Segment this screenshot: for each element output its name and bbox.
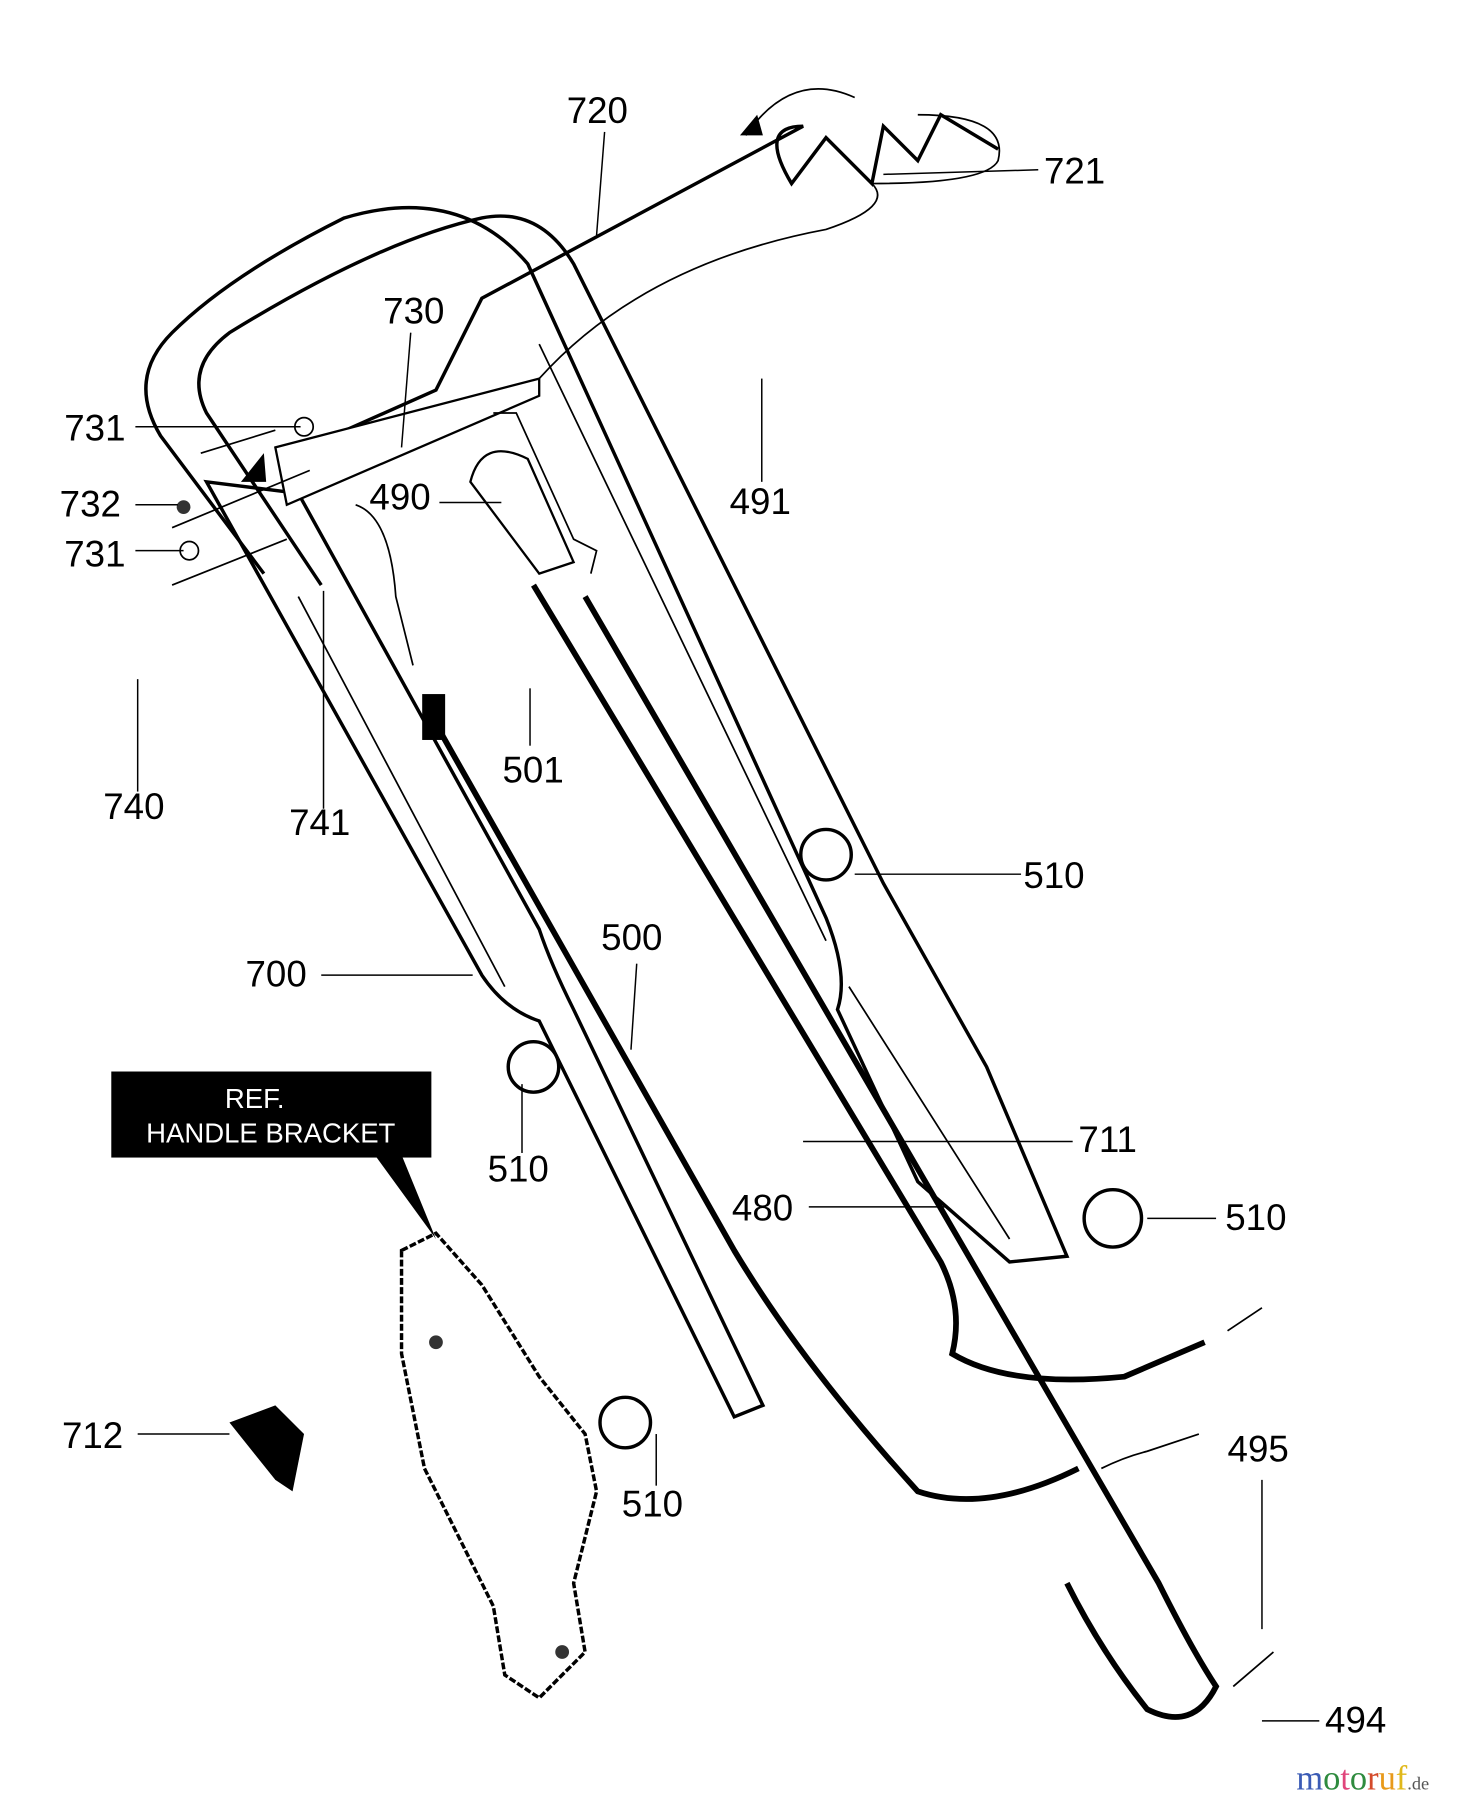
clips-510 bbox=[506, 827, 1144, 1450]
part-label-510: 510 bbox=[1225, 1197, 1286, 1238]
handle-bracket bbox=[229, 1231, 599, 1701]
cables bbox=[355, 503, 1274, 1720]
watermark-logo: motoruf.de bbox=[1296, 1760, 1429, 1798]
watermark-letter: r bbox=[1367, 1760, 1379, 1798]
control-bar-720 bbox=[332, 88, 1001, 438]
part-label-712: 712 bbox=[62, 1415, 123, 1456]
watermark-letter: m bbox=[1296, 1760, 1323, 1798]
part-label-700: 700 bbox=[246, 954, 307, 995]
leader-lines bbox=[135, 131, 1320, 1722]
part-label-731: 731 bbox=[64, 534, 125, 575]
ref-line2: HANDLE BRACKET bbox=[146, 1118, 395, 1149]
bracket-730 bbox=[171, 377, 541, 586]
parts-490 bbox=[469, 412, 598, 575]
part-label-740: 740 bbox=[103, 786, 164, 827]
part-labels: 720 721 730 731 732 731 491 490 740 741 … bbox=[60, 90, 1387, 1741]
part-label-732: 732 bbox=[60, 483, 121, 524]
lower-handle bbox=[203, 479, 766, 1420]
part-label-510: 510 bbox=[488, 1149, 549, 1190]
part-label-741: 741 bbox=[289, 802, 350, 843]
ref-handle-bracket-box: REF. HANDLE BRACKET bbox=[111, 1071, 432, 1158]
part-label-491: 491 bbox=[730, 481, 791, 522]
watermark-letter: f bbox=[1396, 1760, 1408, 1798]
part-label-501: 501 bbox=[502, 749, 563, 790]
watermark-suffix: .de bbox=[1407, 1774, 1429, 1794]
watermark-letter: u bbox=[1379, 1760, 1396, 1798]
part-label-490: 490 bbox=[369, 476, 430, 517]
part-label-500: 500 bbox=[601, 917, 662, 958]
part-label-731: 731 bbox=[64, 408, 125, 449]
svg-text:motoruf.de: motoruf.de bbox=[1296, 1760, 1429, 1798]
part-label-720: 720 bbox=[567, 90, 628, 131]
part-label-730: 730 bbox=[383, 291, 444, 332]
part-label-711: 711 bbox=[1078, 1119, 1137, 1160]
ref-line1: REF. bbox=[225, 1083, 285, 1114]
part-label-510: 510 bbox=[1023, 855, 1084, 896]
upper-handle bbox=[144, 206, 1070, 1264]
part-label-721: 721 bbox=[1044, 151, 1105, 192]
watermark-letter: o bbox=[1350, 1760, 1367, 1798]
part-label-480: 480 bbox=[732, 1188, 793, 1229]
part-label-494: 494 bbox=[1325, 1699, 1386, 1740]
watermark-letter: o bbox=[1323, 1760, 1340, 1798]
part-label-495: 495 bbox=[1228, 1429, 1289, 1470]
part-label-510: 510 bbox=[622, 1484, 683, 1525]
watermark-letter: t bbox=[1340, 1760, 1350, 1798]
